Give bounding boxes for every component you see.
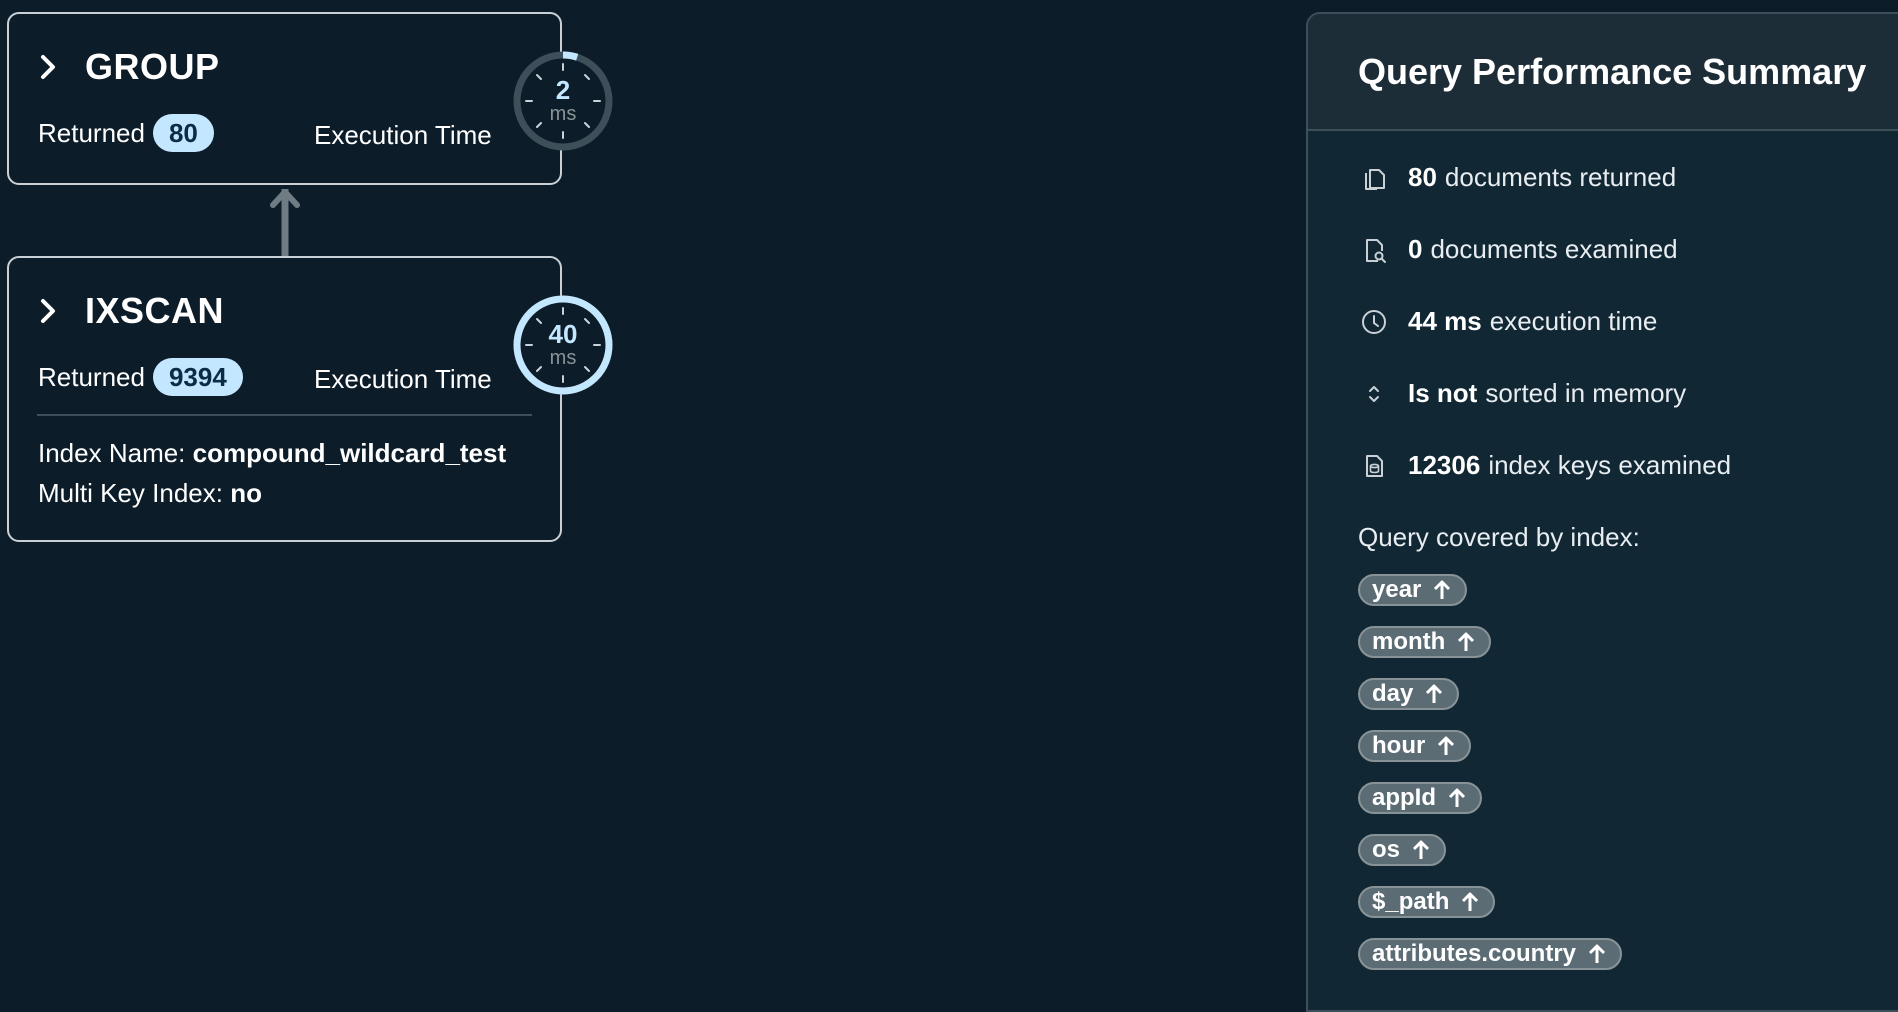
index-field-name: day	[1372, 680, 1414, 707]
clock-icon	[1362, 309, 1386, 334]
copy-documents-icon	[1365, 168, 1385, 190]
execution-time-label: Execution Time	[314, 120, 492, 150]
covered-by-index-label: Query covered by index:	[1358, 522, 1640, 552]
sort-icon	[1369, 385, 1379, 402]
index-field-chip: os	[1358, 834, 1447, 866]
stat-value: Is not	[1408, 378, 1478, 408]
returned-count-badge: 9394	[152, 358, 243, 396]
arrow-up-icon	[1458, 632, 1475, 651]
index-name-label: Index Name:	[38, 438, 186, 468]
stage-header[interactable]: IXSCAN	[35, 290, 224, 332]
stage-title: GROUP	[85, 46, 220, 87]
returned-count-badge: 80	[152, 114, 214, 152]
arrow-up-icon	[1462, 892, 1479, 911]
execution-time-dial-group: 2 ms	[511, 49, 615, 153]
stage-title: IXSCAN	[85, 290, 225, 331]
index-field-name: month	[1372, 628, 1446, 655]
stopwatch-dial-icon	[513, 295, 613, 395]
index-field-chip: attributes.country	[1358, 938, 1623, 970]
index-field-name: $_path	[1372, 888, 1450, 915]
query-performance-summary-panel: Query Performance Summary 80 documents r…	[1306, 12, 1898, 1012]
index-field-chip: year	[1358, 574, 1468, 606]
stat-value: 0	[1408, 234, 1423, 264]
index-field-chip: month	[1358, 626, 1492, 658]
returned-label: Returned	[38, 117, 145, 148]
divider	[37, 414, 532, 416]
execution-time-value: 2	[555, 75, 571, 105]
execution-time-label: Execution Time	[314, 364, 492, 394]
returned-row: Returned 9394	[38, 358, 243, 396]
index-name-row: Index Name: compound_wildcard_test	[38, 438, 506, 469]
index-document-icon	[1366, 454, 1383, 477]
index-field-chip: $_path	[1358, 886, 1496, 918]
execution-time-dial-ixscan: 40 ms	[511, 293, 615, 397]
stat-text: documents examined	[1430, 234, 1678, 264]
index-field-list: year month day hour appId os $_path attr…	[1358, 574, 1623, 990]
stage-card-group[interactable]: GROUP Returned 80 Execution Time	[7, 12, 562, 185]
stopwatch-dial-icon	[513, 51, 613, 151]
index-field-name: hour	[1372, 732, 1426, 759]
chevron-right-icon[interactable]	[35, 298, 61, 324]
arrow-up-icon	[1412, 840, 1430, 859]
explain-plan-view: GROUP Returned 80 Execution Time IXSCAN …	[7, 12, 1898, 1012]
arrow-up-icon	[1426, 684, 1443, 703]
index-field-chip: hour	[1358, 730, 1472, 762]
index-name-value: compound_wildcard_test	[192, 438, 507, 468]
arrow-up-icon	[1438, 736, 1455, 755]
stage-header[interactable]: GROUP	[35, 46, 220, 88]
stage-card-ixscan[interactable]: IXSCAN Returned 9394 Execution Time Inde…	[7, 256, 562, 542]
index-field-name: attributes.country	[1372, 940, 1577, 967]
execution-time-value: 40	[548, 319, 578, 349]
panel-header: Query Performance Summary	[1308, 14, 1898, 131]
stat-execution-time: 44 ms execution time	[1360, 306, 1657, 337]
panel-title: Query Performance Summary	[1358, 50, 1867, 92]
stage-connector-arrow-icon	[270, 189, 300, 259]
dial-progress-arc	[513, 51, 613, 151]
returned-row: Returned 80	[38, 114, 214, 152]
index-field-name: year	[1372, 576, 1422, 603]
stat-text: documents returned	[1444, 162, 1677, 192]
execution-time-unit: ms	[549, 103, 577, 125]
stat-text: execution time	[1489, 306, 1658, 336]
stat-value: 12306	[1408, 450, 1481, 480]
stat-text: index keys examined	[1488, 450, 1732, 480]
index-field-chip: appId	[1358, 782, 1482, 814]
document-search-icon	[1366, 238, 1386, 263]
stat-value: 80	[1408, 162, 1437, 192]
stat-value: 44 ms	[1408, 306, 1482, 336]
execution-time-unit: ms	[549, 347, 577, 369]
multikey-row: Multi Key Index: no	[38, 478, 262, 509]
stat-text: sorted in memory	[1485, 378, 1687, 408]
chevron-right-icon[interactable]	[35, 54, 61, 80]
arrow-up-icon	[1434, 580, 1451, 599]
stat-documents-returned: 80 documents returned	[1360, 162, 1676, 193]
index-field-name: appId	[1372, 784, 1436, 811]
stat-documents-examined: 0 documents examined	[1360, 234, 1678, 265]
stat-sorted-in-memory: Is not sorted in memory	[1360, 378, 1686, 409]
stat-index-keys-examined: 12306 index keys examined	[1360, 450, 1731, 481]
arrow-up-icon	[1448, 788, 1466, 807]
dial-progress-arc	[513, 295, 613, 395]
multikey-label: Multi Key Index:	[38, 478, 223, 508]
arrow-up-icon	[1588, 944, 1606, 963]
index-field-chip: day	[1358, 678, 1460, 710]
returned-label: Returned	[38, 361, 145, 392]
index-field-name: os	[1372, 836, 1401, 863]
multikey-value: no	[230, 478, 262, 508]
